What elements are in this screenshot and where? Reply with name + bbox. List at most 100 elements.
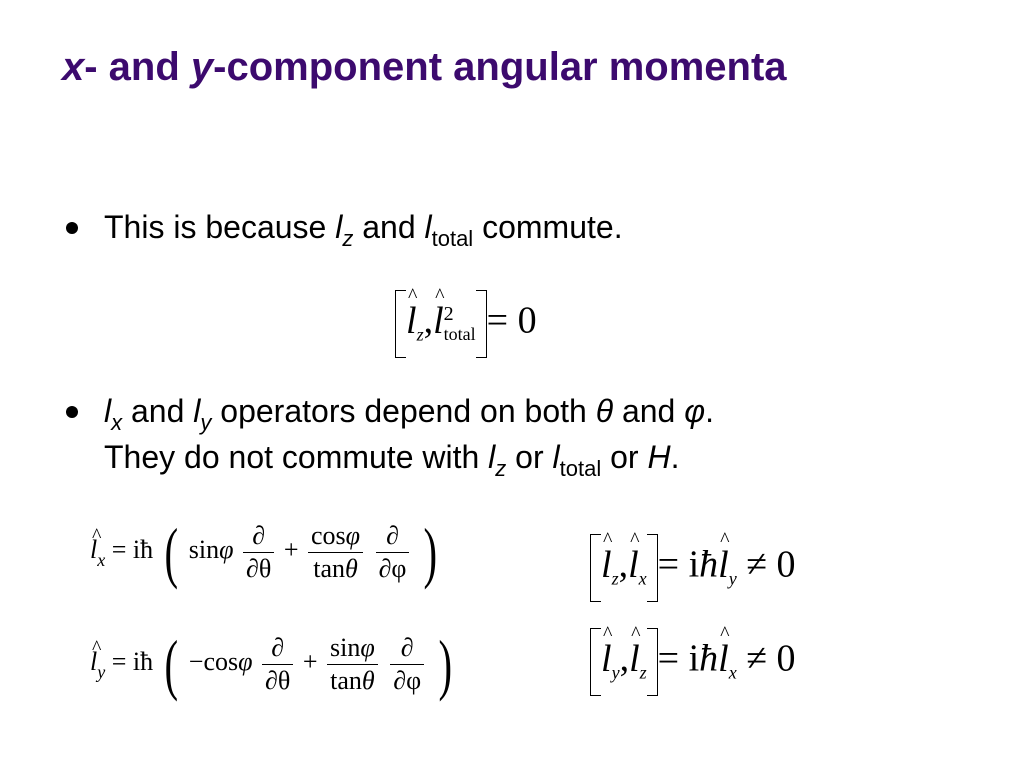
cyz-hbar: ħ [699,637,719,680]
lx-hbar: ħ [140,534,154,564]
lx-eq: = i [111,534,141,564]
ly-dphi: ∂φ [393,665,422,695]
ly-dtheta: ∂θ [265,665,291,695]
eq1-comma: , [423,299,434,342]
ly-phi2: φ [360,632,375,662]
ly-sin: sin [330,632,361,662]
b1-t3: commute. [473,209,623,245]
cyz-x: x [728,662,737,683]
b2-t3: and [613,393,685,429]
title-var-x: x [62,45,85,89]
lx-dphi: ∂φ [378,553,407,583]
equation-commutator-y-z: ly,lz= iħlx ≠ 0 [590,623,796,696]
cyz-l3: l [718,623,729,681]
right-bracket [475,290,487,358]
eq1-l: l [406,285,417,343]
eq1-total: total [443,324,476,344]
ly-frac-1: ∂∂θ [262,632,294,697]
ly-right-paren: ) [438,626,452,702]
eq1-two: 2 [443,303,454,325]
b2-l2: l [193,393,201,429]
b2-y: y [200,410,212,435]
ly-hbar: ħ [140,646,154,676]
b2-theta: θ [595,393,614,429]
cyz-l1: l [601,623,612,681]
b2-l3: l [488,439,496,475]
left-bracket [395,290,406,358]
eq1-l2: l [433,285,444,343]
cyz-z: z [639,662,647,683]
ly-phi: φ [238,646,253,676]
b1-total: total [431,226,474,251]
czx-right-bracket [646,534,658,602]
b2-t8: . [670,439,680,475]
czx-eq: = i [657,543,700,586]
ly-tan: tan [330,665,362,695]
lx-right-paren: ) [423,514,438,590]
b2-H: H [647,439,671,475]
cyz-eq: = i [657,637,700,680]
b2-phi: φ [684,393,706,429]
eq1-z: z [416,324,424,345]
title-var-y: y [190,45,214,89]
czx-z: z [611,568,619,589]
cyz-comma: , [619,637,630,680]
czx-y: y [728,568,737,589]
cyz-left-bracket [590,628,601,696]
b2-t2: operators depend on both [211,393,596,429]
bullet-dot-2 [66,406,78,418]
lx-tan: tan [313,553,346,583]
b1-t2: and [353,209,425,245]
lx-l: l [90,520,102,566]
b2-total: total [559,456,602,481]
lx-sin: sin [188,534,220,564]
ly-minus: − [188,646,204,676]
b2-t7: or [601,439,648,475]
czx-l1: l [601,529,612,587]
title-part2: -component angular momenta [213,45,787,89]
lx-x: x [97,549,106,570]
lx-phi: φ [219,534,234,564]
ly-l: l [90,632,102,678]
b2-l4: l [552,439,560,475]
ly-eq: = i [111,646,141,676]
b2-t4: . [705,393,714,429]
czx-neq: ≠ 0 [746,543,796,586]
cyz-right-bracket [646,628,658,696]
ly-d: ∂ [262,632,294,665]
b2-t6: or [506,439,553,475]
czx-l2: l [628,529,639,587]
title-part1: - and [84,45,191,89]
lx-dtheta: ∂θ [246,553,272,583]
ly-d2: ∂ [390,632,425,665]
eq1-eq: = 0 [486,299,537,342]
lx-cos: cos [311,520,346,550]
ly-y: y [97,661,106,682]
cyz-l2: l [629,623,640,681]
b1-t1: This is because [104,209,336,245]
b2-l1: l [104,393,112,429]
lx-d: ∂ [243,520,275,553]
czx-x: x [638,568,647,589]
cyz-y: y [611,662,620,683]
cyz-neq: ≠ 0 [746,637,796,680]
ly-theta: θ [361,665,375,695]
slide-title: x- and y-component angular momenta [62,38,962,96]
b1-l2: l [424,209,432,245]
lx-frac-3: ∂∂φ [375,520,410,585]
lx-plus: + [283,534,299,564]
b2-x: x [111,410,123,435]
czx-comma: , [618,543,629,586]
ly-cos: cos [203,646,239,676]
b2-t5: They do not commute with [104,439,489,475]
ly-plus: + [302,646,318,676]
czx-l3: l [718,529,729,587]
equation-commutator-z-x: lz,lx= iħly ≠ 0 [590,529,796,602]
bullet-1-text: This is because lz and ltotal commute. [104,204,984,250]
lx-left-paren: ( [164,514,178,590]
lx-d2: ∂ [375,520,410,553]
